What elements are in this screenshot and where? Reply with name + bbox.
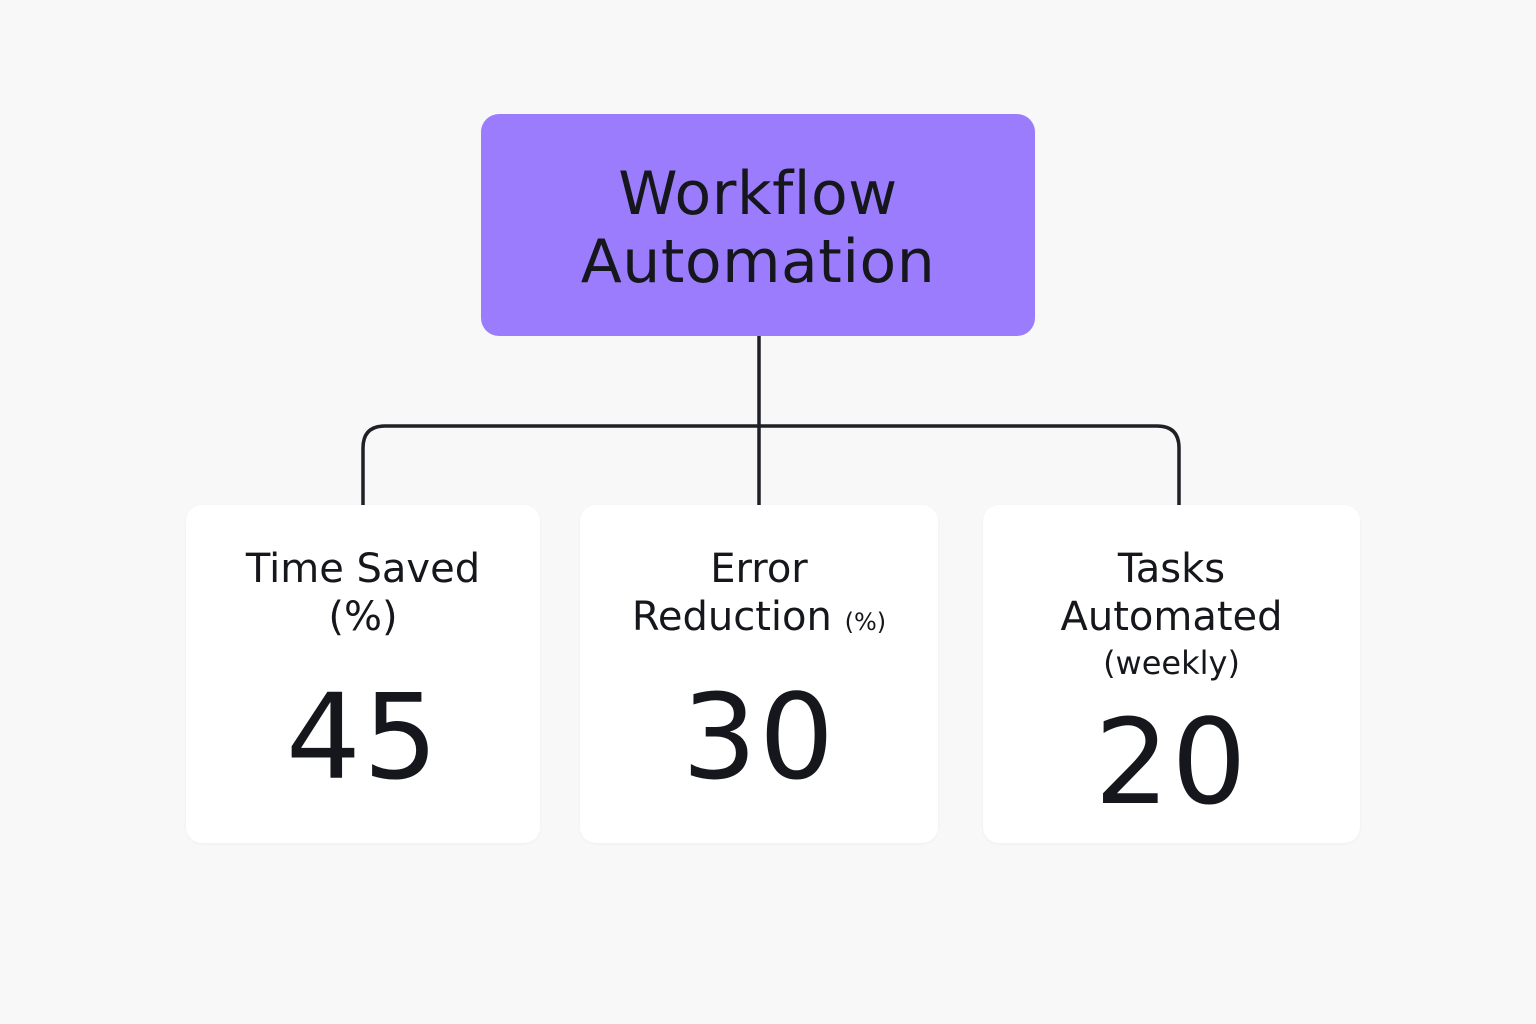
metric-title-line2: Reduction [631, 594, 832, 640]
root-title-line2: Automation [580, 227, 936, 297]
metric-title-line2: (%) [328, 594, 398, 640]
metric-card-tasks-automated: Tasks Automated (weekly) 20 [983, 505, 1360, 843]
root-title-line1: Workflow [618, 159, 898, 229]
branch-right [757, 424, 1181, 507]
metric-unit: (%) [844, 608, 887, 636]
metric-value: 20 [1094, 693, 1249, 831]
metric-value: 30 [681, 668, 837, 806]
metric-title: Tasks Automated (weekly) [983, 545, 1360, 685]
metric-card-time-saved: Time Saved (%) 45 [186, 505, 540, 843]
metric-title-line1: Tasks [1117, 546, 1226, 592]
metric-title-line1: Time Saved [245, 546, 481, 592]
metric-card-error-reduction: Error Reduction (%) 30 [580, 505, 938, 843]
metric-title-line1: Error [710, 546, 808, 592]
metric-title: Error Reduction (%) [580, 545, 938, 646]
branch-left [361, 424, 761, 507]
metric-value: 45 [285, 668, 441, 806]
metric-title: Time Saved (%) [186, 545, 540, 641]
metric-unit: (weekly) [1103, 644, 1240, 682]
workflow-automation-node: Workflow Automation [481, 114, 1035, 336]
metric-title-line2: Automated [1060, 594, 1283, 640]
